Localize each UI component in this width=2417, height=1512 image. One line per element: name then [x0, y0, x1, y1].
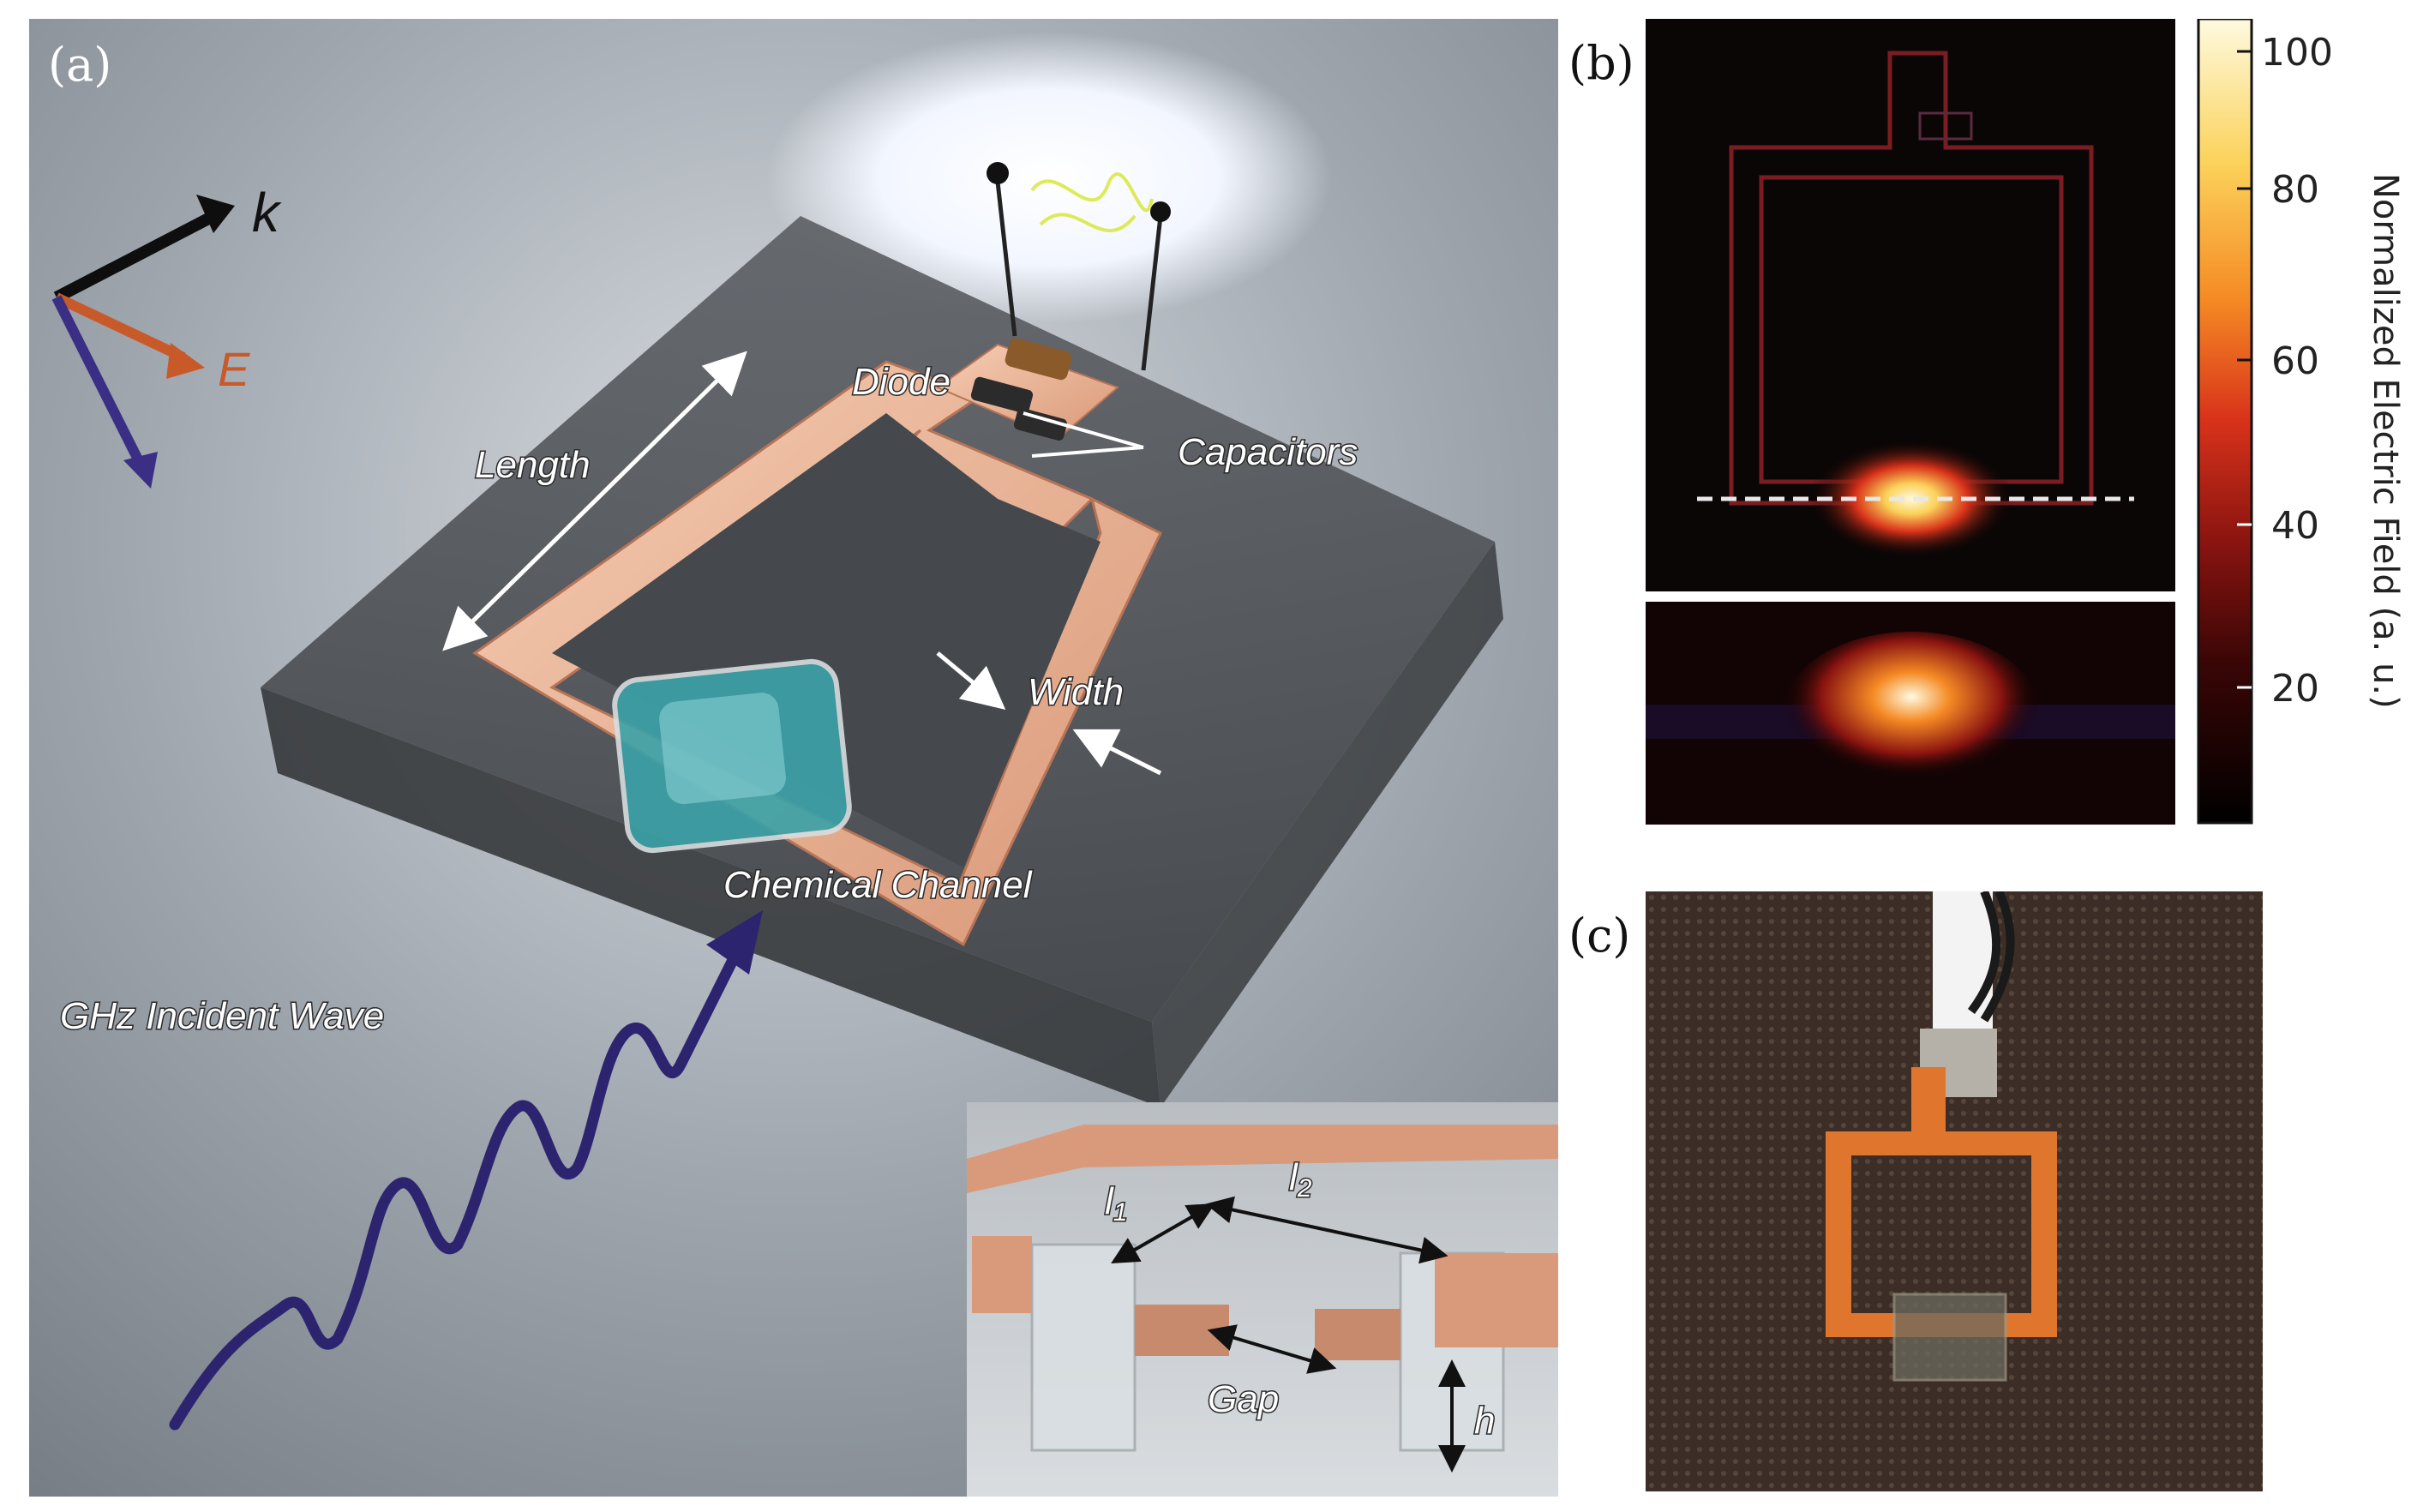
substrate-side-right: [1152, 542, 1503, 1107]
capacitor-leader-2: [1031, 446, 1144, 458]
colorbar-tick-label-20: 20: [2271, 667, 2319, 711]
probe-wire-left: [995, 181, 1017, 337]
panel-a-illustration: k E Diode Capacitors Length Width Chemic…: [29, 19, 1558, 1497]
k-axis-arrow: [53, 210, 217, 303]
capacitors-label: Capacitors: [1178, 431, 1358, 473]
length-label: Length: [475, 444, 591, 486]
photo-pdms-channel: [1892, 1293, 2007, 1382]
diode-label: Diode: [852, 361, 951, 403]
colorbar-ticks: [2237, 50, 2252, 689]
l1-label: l1: [1105, 1180, 1127, 1227]
inset-copper-left-pad: [1135, 1305, 1229, 1356]
capacitor-2: [1014, 408, 1067, 441]
capacitor-leader-1: [1023, 411, 1144, 449]
panel-c: [1646, 889, 2263, 1491]
width-label: Width: [1028, 671, 1124, 713]
panel-a-label: (a): [48, 38, 112, 92]
panel-b-label: (b): [1568, 36, 1634, 90]
colorbar-tick-label-80: 80: [2271, 168, 2319, 212]
l2-label: l2: [1289, 1156, 1312, 1203]
panel-c-label: (c): [1568, 909, 1631, 963]
width-arrow-left: [936, 651, 1006, 711]
colorbar: [2197, 17, 2253, 825]
cross-section-hotspot: [1783, 632, 2040, 795]
inset-gap-detail: l1 l2 Gap h: [967, 1102, 1558, 1497]
spark: [1030, 172, 1154, 233]
probe-wire-right: [1141, 215, 1163, 371]
colorbar-tick-label-40: 40: [2271, 504, 2319, 548]
inset-copper-right: [1435, 1253, 1558, 1347]
chemical-channel-label: Chemical Channel: [723, 864, 1033, 906]
wave-arrowhead: [706, 910, 763, 975]
incident-wave-label: GHz Incident Wave: [60, 995, 384, 1037]
inset-glass-left: [1030, 1243, 1137, 1452]
e-axis-arrow: [54, 292, 186, 363]
gap-arrow: [1207, 1324, 1337, 1374]
substrate-side: [261, 687, 1161, 1107]
inset-copper-right-pad: [1315, 1309, 1400, 1360]
h-axis-arrow: [51, 295, 146, 467]
l1-arrow: [1111, 1203, 1215, 1263]
fabricated-sensor-photo: [1646, 889, 2263, 1491]
light-glow: [766, 32, 1332, 323]
e-arrowhead: [166, 343, 205, 379]
probe-tip-left: [987, 162, 1009, 184]
inset-copper-left: [972, 1236, 1032, 1313]
h-label: h: [1474, 1400, 1495, 1442]
diode-body: [1005, 338, 1072, 381]
h-arrowhead: [123, 452, 158, 489]
panel-b: 100 80 60 40 20 Normalized Electric Fiel…: [1646, 17, 2408, 842]
copper-loop-inner: [552, 413, 1101, 867]
k-axis-label: k: [252, 182, 282, 243]
colorbar-tick-label-60: 60: [2271, 339, 2319, 383]
gap-label: Gap: [1208, 1378, 1279, 1420]
e-axis-label: E: [218, 342, 250, 396]
l2-arrow: [1205, 1196, 1448, 1264]
photo-copper-loop: [1826, 1067, 2057, 1337]
inset-copper-top: [967, 1125, 1558, 1193]
length-arrow: [442, 351, 747, 651]
photo-wires: [1967, 889, 2015, 1023]
k-arrowhead: [196, 195, 235, 233]
probe-tip-right: [1150, 201, 1171, 222]
width-arrow-right: [1072, 729, 1162, 776]
field-maps: 100 80 60 40 20 Normalized Electric Fiel…: [1646, 17, 2405, 825]
top-map-pad: [1918, 111, 1973, 141]
colorbar-title: Normalized Electric Field (a. u.): [2366, 173, 2405, 709]
top-map-hotspot: [1808, 439, 2014, 559]
incident-wave: [169, 939, 747, 1431]
chemical-channel-highlight: [659, 693, 786, 805]
photo-cable: [1933, 891, 1993, 1029]
capacitor-1: [970, 376, 1034, 414]
colorbar-tick-label-100: 100: [2261, 31, 2333, 75]
panel-a: k E Diode Capacitors Length Width Chemic…: [29, 19, 1558, 1497]
